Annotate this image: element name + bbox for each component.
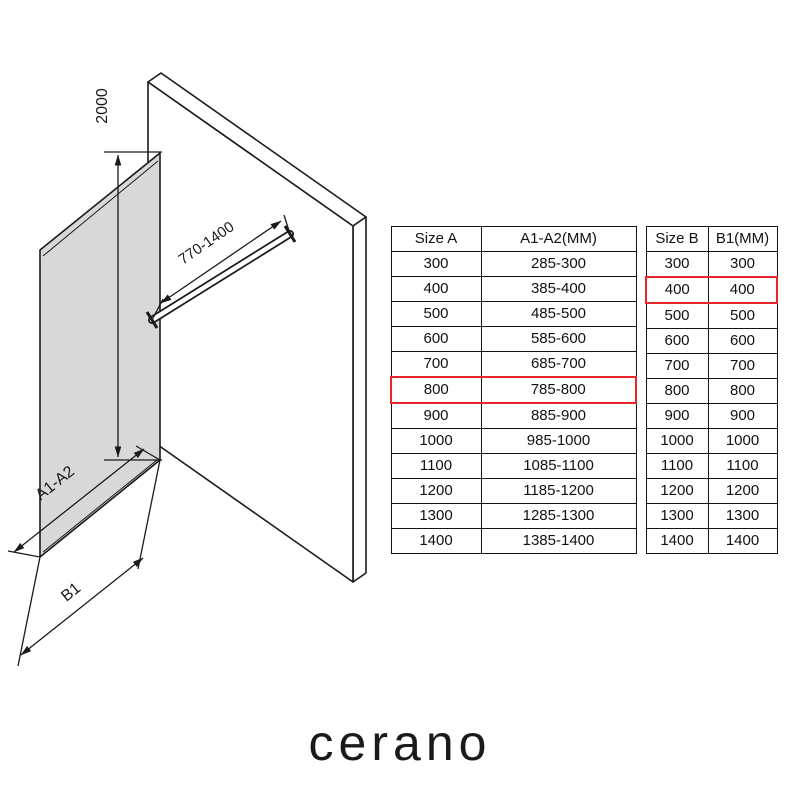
- glass-pane: [39, 152, 161, 558]
- table-cell: 1300: [707, 503, 778, 529]
- table-cell: 700: [390, 351, 482, 378]
- table-cell: 500: [645, 302, 709, 329]
- table-cell: 1100: [707, 453, 778, 479]
- table-cell: 1185-1200: [480, 478, 637, 504]
- table-cell: 385-400: [480, 276, 637, 302]
- table-cell: 600: [707, 328, 778, 354]
- table-cell: 485-500: [480, 301, 637, 327]
- table-cell: 400: [707, 276, 778, 304]
- table-cell: 1300: [645, 503, 709, 529]
- table-cell: 1100: [645, 453, 709, 479]
- dimension-width-b: [17, 459, 161, 667]
- table-cell: 300: [707, 251, 778, 278]
- column-header: Size B: [645, 226, 709, 252]
- table-cell: 1000: [645, 428, 709, 454]
- dimension-bar: [151, 214, 291, 321]
- table-cell: 900: [645, 403, 709, 429]
- walk-in-shower-diagram: 2000 770-1400 A1-A2 B1: [7, 72, 367, 667]
- width-b-label: B1: [58, 580, 84, 606]
- table-cell: 1085-1100: [480, 453, 637, 479]
- table-cell: 700: [645, 353, 709, 379]
- table-cell: 500: [390, 301, 482, 327]
- wall: [147, 72, 367, 583]
- table-cell: 1100: [390, 453, 482, 479]
- table-cell: 1000: [707, 428, 778, 454]
- table-cell: 600: [645, 328, 709, 354]
- height-label: 2000: [94, 88, 111, 124]
- table-cell: 885-900: [480, 402, 637, 429]
- table-cell: 700: [707, 353, 778, 379]
- table-cell: 500: [707, 302, 778, 329]
- table-cell: 1400: [645, 528, 709, 554]
- table-cell: 785-800: [480, 376, 637, 404]
- glass-panel: [39, 152, 161, 558]
- table-cell: 685-700: [480, 351, 637, 378]
- table-cell: 1400: [390, 528, 482, 554]
- column-header: B1(MM): [707, 226, 778, 252]
- table-cell: 1400: [707, 528, 778, 554]
- table-cell: 285-300: [480, 251, 637, 277]
- table-cell: 300: [390, 251, 482, 277]
- table-cell: 900: [707, 403, 778, 429]
- table-cell: 1300: [390, 503, 482, 529]
- table-cell: 300: [645, 251, 709, 278]
- table-cell: 800: [645, 378, 709, 404]
- table-cell: 1200: [390, 478, 482, 504]
- glass-top-profile: [42, 160, 159, 257]
- table-cell: 1000: [390, 428, 482, 454]
- table-cell: 400: [390, 276, 482, 302]
- table-cell: 985-1000: [480, 428, 637, 454]
- wall-side-face: [352, 216, 367, 583]
- column-header: Size A: [390, 226, 482, 252]
- table-cell: 800: [390, 376, 482, 404]
- table-cell: 400: [645, 276, 709, 304]
- table-cell: 600: [390, 326, 482, 352]
- table-cell: 1200: [707, 478, 778, 504]
- table-cell: 1385-1400: [480, 528, 637, 554]
- wall-front-face: [147, 81, 354, 583]
- dimension-width-a: [7, 445, 161, 558]
- table-cell: 1200: [645, 478, 709, 504]
- table-cell: 585-600: [480, 326, 637, 352]
- column-header: A1-A2(MM): [480, 226, 637, 252]
- table-cell: 900: [390, 402, 482, 429]
- brand-logo: cerano: [308, 715, 492, 771]
- table-cell: 1285-1300: [480, 503, 637, 529]
- table-cell: 800: [707, 378, 778, 404]
